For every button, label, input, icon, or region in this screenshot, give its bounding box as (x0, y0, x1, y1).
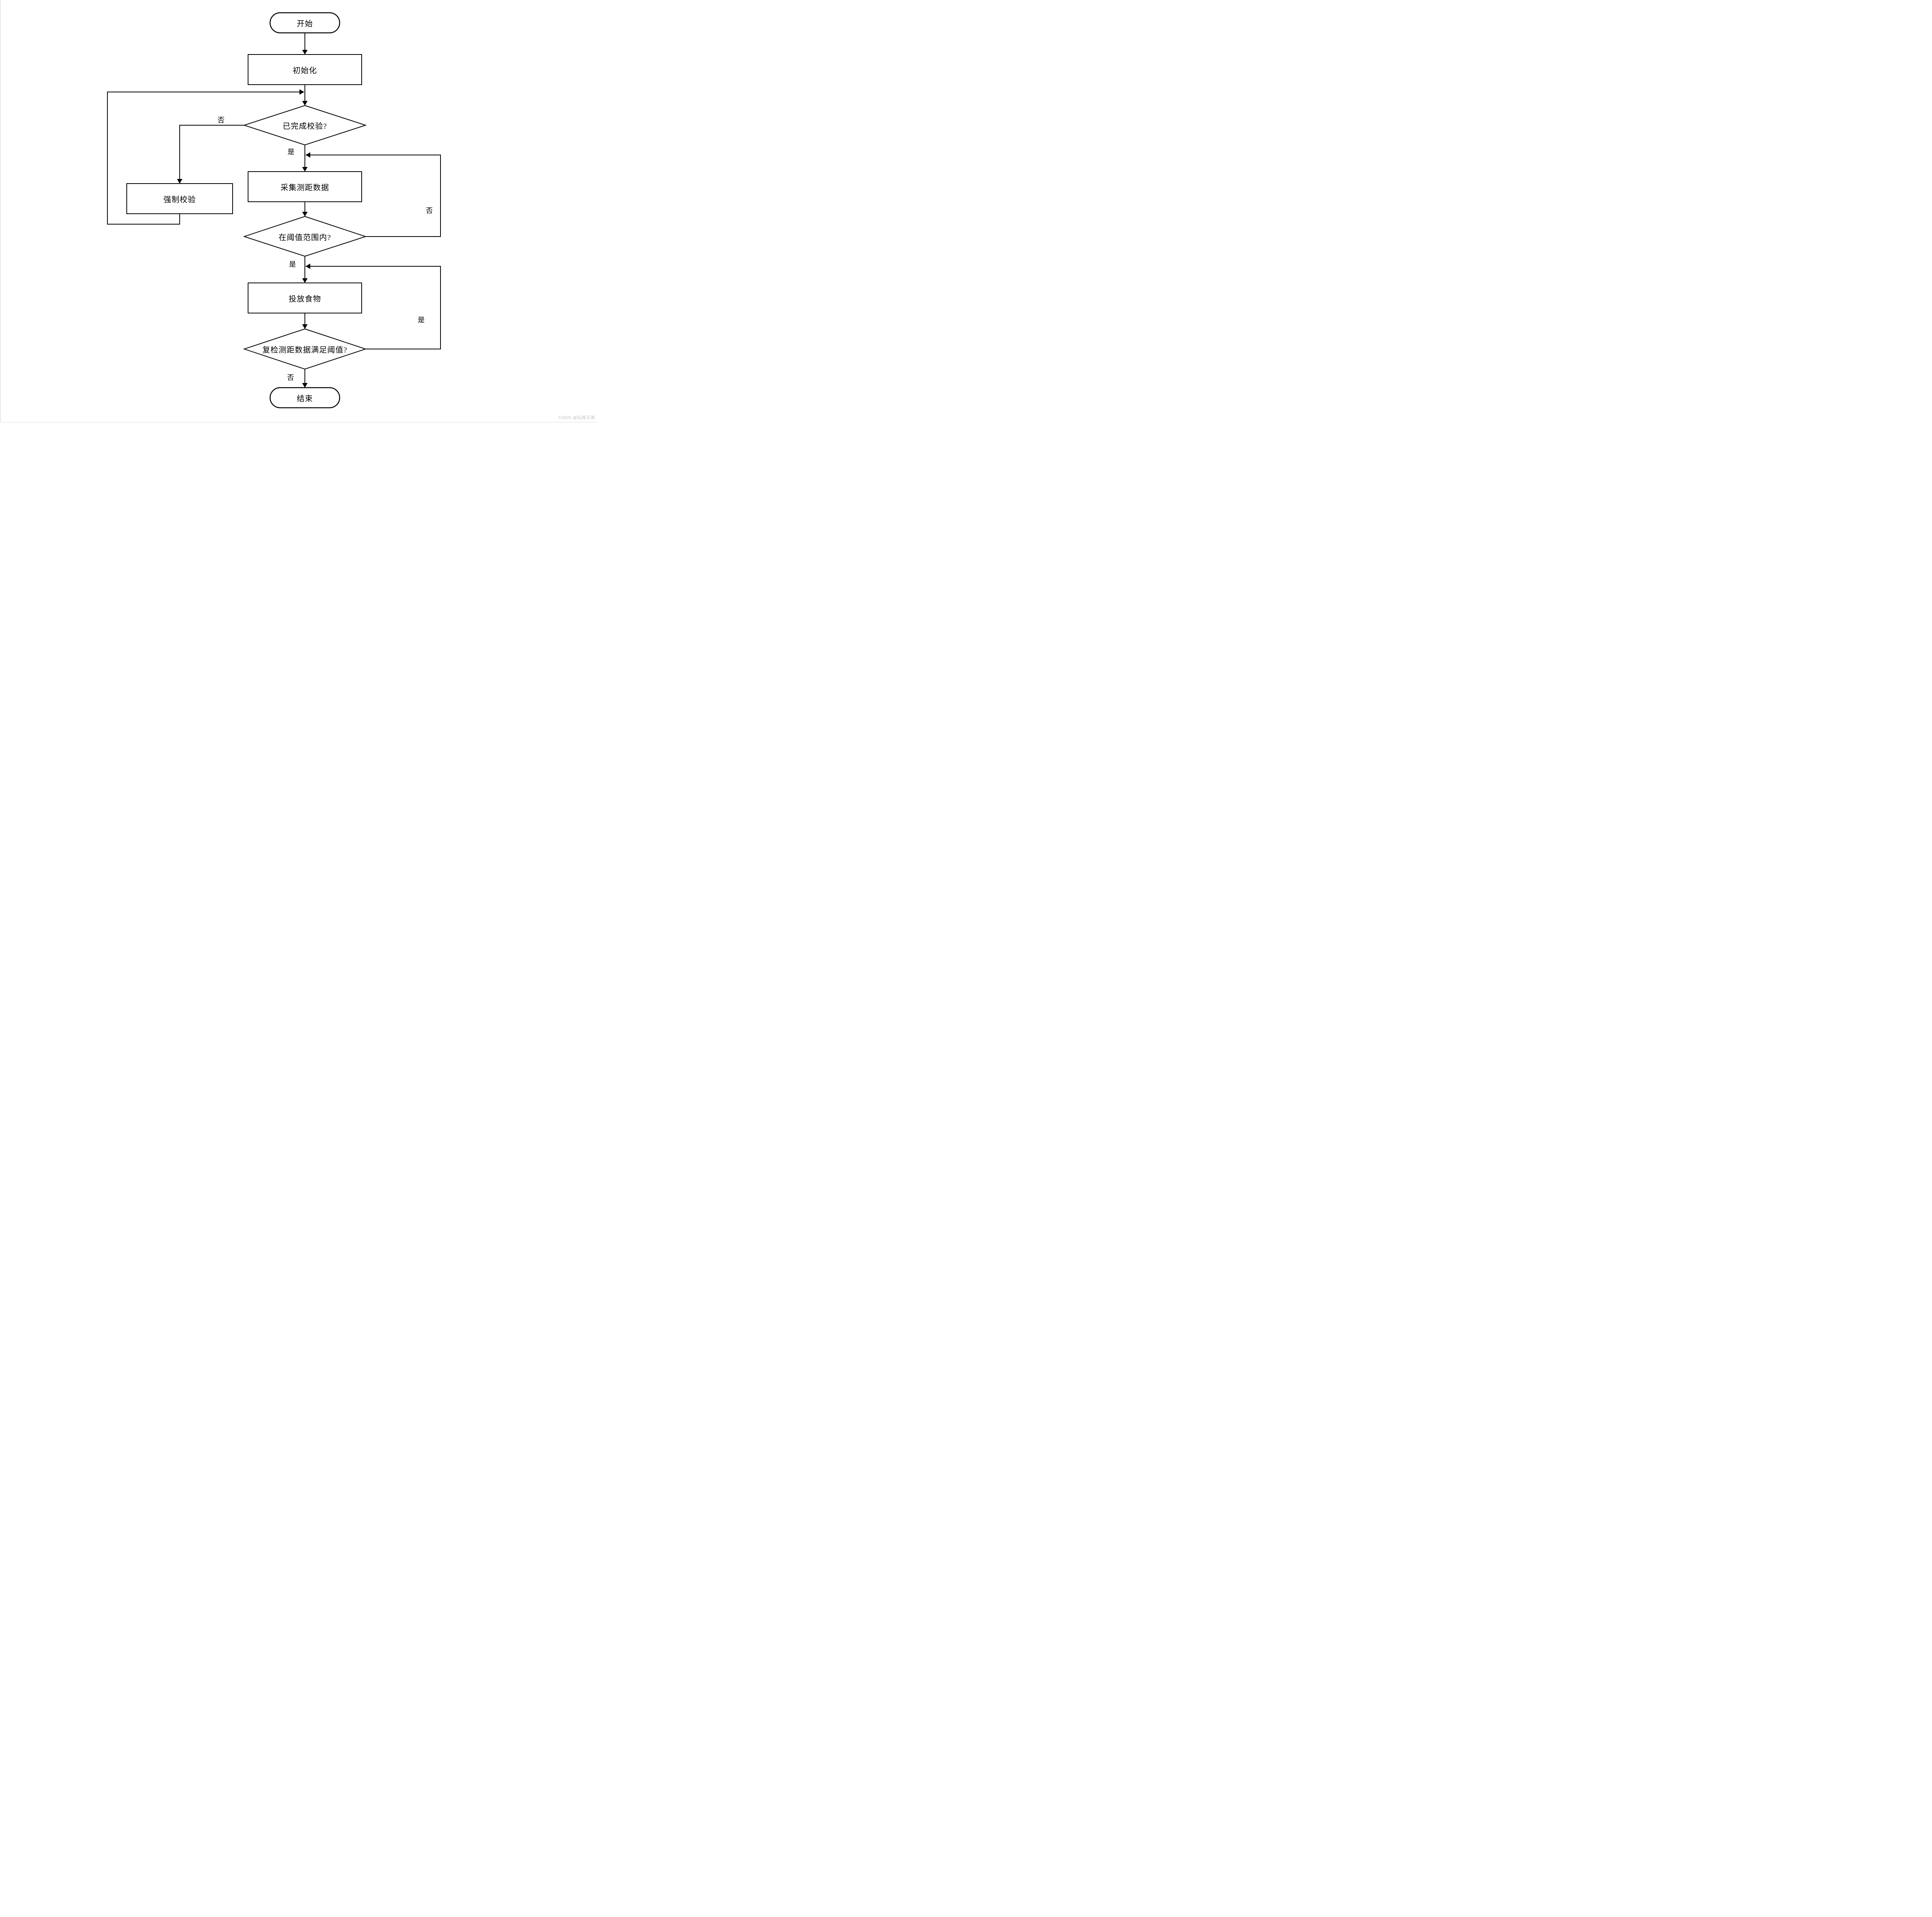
edge-decision1-no-branch (177, 125, 244, 184)
calibration-done-decision-label: 已完成校验? (282, 122, 327, 131)
end-node-label: 结束 (297, 394, 313, 403)
edge-force-calibration-loop (107, 89, 304, 225)
collect-ranging-data-node-shape (248, 171, 362, 202)
dispense-food-node-shape (248, 283, 362, 313)
within-threshold-decision-label: 在阈值范围内? (279, 233, 331, 242)
node-shape-group (126, 12, 367, 409)
dispense-food-node-label: 投放食物 (289, 295, 321, 303)
recheck-threshold-decision-shape (243, 328, 367, 370)
start-node-label: 开始 (297, 19, 313, 28)
force-calibration-node-shape (126, 183, 233, 214)
calibration-done-yes-label: 是 (287, 148, 294, 156)
edge-decision3-yes-loop (306, 264, 441, 349)
edge-decision2-no-loop (306, 152, 441, 237)
calibration-done-decision-shape (243, 105, 367, 146)
recheck-threshold-yes-label: 是 (418, 316, 425, 324)
recheck-threshold-decision-label: 复检测距数据满足阈值? (262, 346, 347, 354)
recheck-threshold-no-label: 否 (287, 374, 294, 381)
flowchart-canvas: 开始 初始化 已完成校验? 强制校验 采集测距数据 在阈值范围内? 投放食物 复… (0, 0, 597, 422)
start-node-shape (269, 12, 340, 34)
within-threshold-decision-shape (243, 216, 367, 257)
connector-group (107, 33, 441, 388)
end-node-shape (269, 387, 340, 409)
initialize-node-shape (248, 54, 362, 85)
force-calibration-node-label: 强制校验 (163, 195, 196, 204)
within-threshold-yes-label: 是 (289, 260, 296, 268)
calibration-done-no-label: 否 (218, 116, 224, 124)
csdn-watermark: CSDN @玩库子弟 (558, 415, 595, 420)
collect-ranging-data-node-label: 采集测距数据 (281, 183, 329, 192)
flowchart-drawing (107, 12, 441, 409)
within-threshold-no-label: 否 (426, 207, 433, 215)
initialize-node-label: 初始化 (293, 66, 317, 75)
